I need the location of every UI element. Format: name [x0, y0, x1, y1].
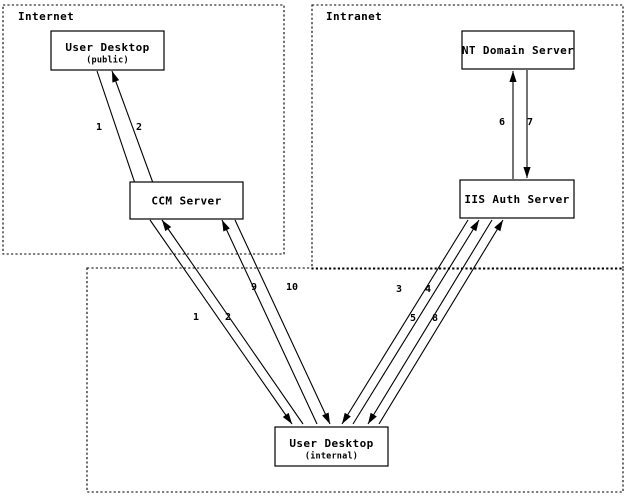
- node-user-desktop-public[interactable]: User Desktop(public): [50, 30, 165, 71]
- node-ccm-server[interactable]: CCM Server: [129, 181, 244, 220]
- flow-9-user-desktop-internal-to-ccm-server: [221, 219, 318, 425]
- zone-internet: Internet: [2, 4, 285, 255]
- flow-5-iis-auth-server-to-user-desktop-internal: [367, 219, 493, 425]
- flow-arrowhead: [368, 412, 377, 424]
- node-title: NT Domain Server: [462, 44, 574, 57]
- node-user-desktop-internal[interactable]: User Desktop(internal): [274, 426, 389, 467]
- flow-line: [149, 219, 293, 425]
- flow-step-label: 8: [432, 313, 438, 324]
- flow-10-ccm-server-to-user-desktop-internal: [234, 219, 331, 425]
- node-box[interactable]: [129, 181, 244, 220]
- flow-6-iis-auth-server-to-nt-domain-server: [509, 71, 517, 179]
- node-nt-domain-server[interactable]: NT Domain Server: [461, 30, 575, 70]
- flow-step-label: 1: [96, 122, 102, 133]
- flow-step-label: 2: [136, 122, 142, 133]
- flow-step-label: 10: [286, 282, 298, 293]
- zone-intranet: Intranet: [311, 4, 624, 270]
- flow-arrowhead: [470, 220, 479, 232]
- node-box[interactable]: [50, 30, 165, 71]
- flow-line: [161, 219, 304, 425]
- node-title: User Desktop: [65, 41, 149, 54]
- node-subtitle: (internal): [305, 451, 358, 462]
- flow-arrowhead: [523, 167, 531, 178]
- node-title: IIS Auth Server: [464, 193, 569, 206]
- flow-arrowhead: [112, 71, 120, 83]
- zone-boundary: [2, 4, 285, 255]
- flow-step-label: 4: [425, 284, 431, 295]
- flow-1-ccm-server-to-user-desktop-internal: [149, 219, 293, 425]
- zone-label: Internet: [18, 10, 74, 23]
- node-title: CCM Server: [151, 195, 221, 208]
- flow-line: [221, 219, 318, 425]
- flow-2-user-desktop-internal-to-ccm-server: [161, 219, 304, 425]
- zone-label: Intranet: [326, 10, 382, 23]
- node-box[interactable]: [459, 179, 575, 219]
- flow-4-user-desktop-internal-to-iis-auth-server: [352, 219, 480, 425]
- node-box[interactable]: [461, 30, 575, 70]
- flow-arrowhead: [222, 220, 230, 232]
- flow-arrowhead: [162, 220, 172, 232]
- flow-step-label: 9: [251, 282, 257, 293]
- flow-step-label: 5: [410, 313, 416, 324]
- flow-arrowhead: [509, 71, 517, 82]
- node-title: User Desktop: [289, 437, 373, 450]
- flow-arrowhead: [322, 412, 330, 424]
- zones-layer: Internet Intranet: [2, 4, 624, 493]
- flows-layer: [96, 70, 531, 425]
- flow-step-label: 6: [499, 117, 505, 128]
- flow-line: [234, 219, 331, 425]
- flow-arrowhead: [282, 412, 292, 424]
- zone-internal-lan: [86, 267, 624, 493]
- zone-boundary: [311, 4, 624, 270]
- flow-line: [352, 219, 480, 425]
- flow-line: [367, 219, 493, 425]
- flow-step-label: 2: [225, 312, 231, 323]
- zone-boundary: [86, 267, 624, 493]
- node-box[interactable]: [274, 426, 389, 467]
- flow-line: [378, 219, 504, 425]
- node-subtitle: (public): [86, 55, 129, 66]
- flow-3-iis-auth-server-to-user-desktop-internal: [341, 219, 469, 425]
- flow-step-label: 7: [527, 117, 533, 128]
- flow-8-user-desktop-internal-to-iis-auth-server: [378, 219, 504, 425]
- flow-line: [341, 219, 469, 425]
- flow-arrowhead: [342, 412, 351, 424]
- flow-step-label: 1: [193, 312, 199, 323]
- flow-arrowhead: [494, 220, 503, 232]
- flow-step-labels-layer: 1 2 1 2 3 4 5 8 6 7 9 10: [96, 117, 533, 324]
- flow-7-nt-domain-server-to-iis-auth-server: [523, 70, 531, 178]
- node-iis-auth-server[interactable]: IIS Auth Server: [459, 179, 575, 219]
- flow-step-label: 3: [396, 284, 402, 295]
